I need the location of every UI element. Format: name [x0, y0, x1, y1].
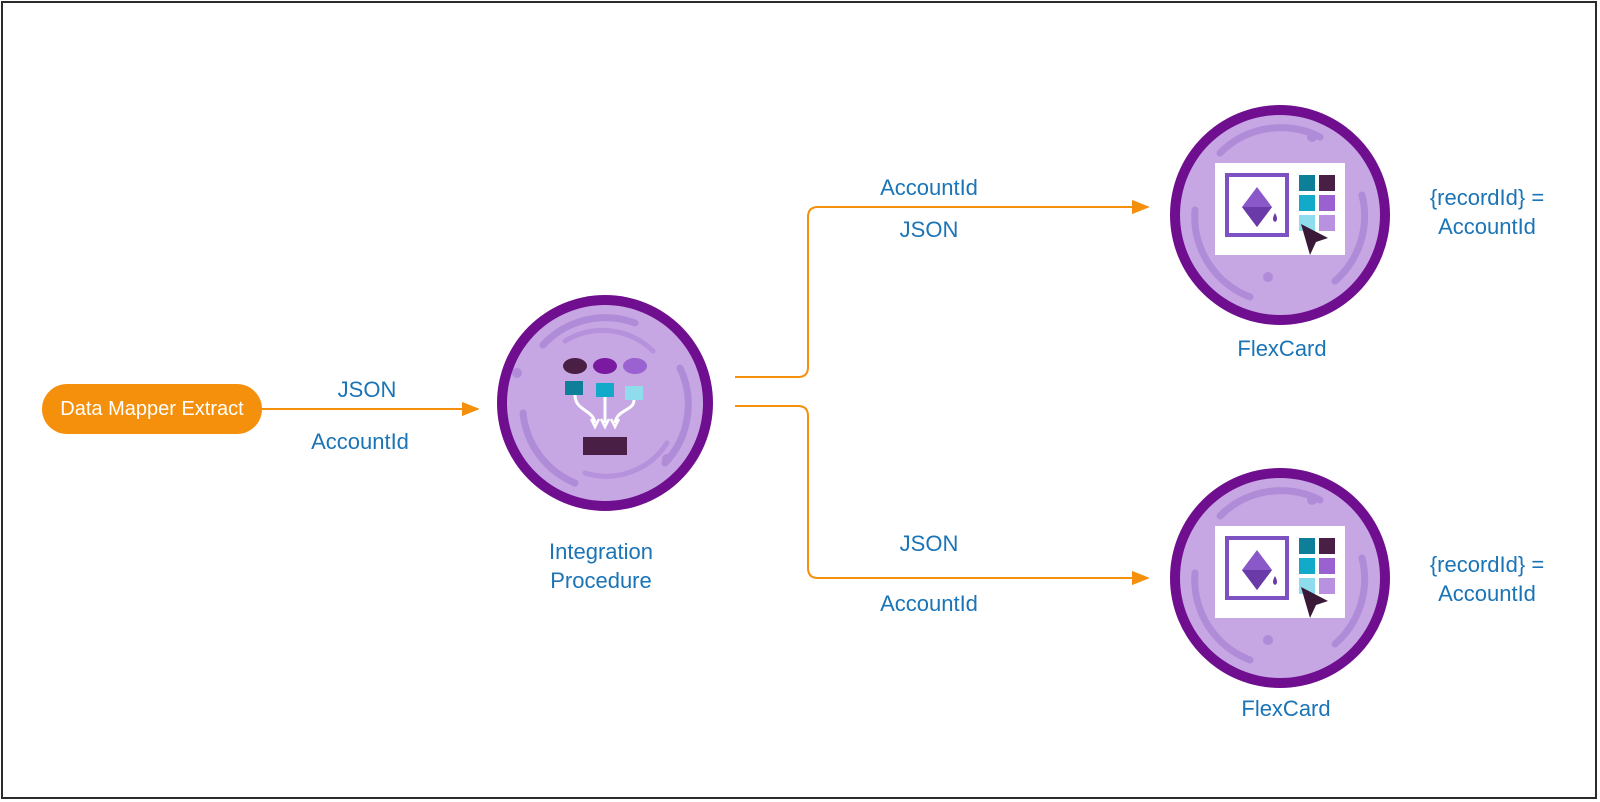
- data-mapper-extract-node[interactable]: Data Mapper Extract: [42, 384, 262, 434]
- flexcard-bottom-note: {recordId} = AccountId: [1430, 550, 1544, 608]
- flexcard-bottom-label: FlexCard: [1241, 696, 1331, 721]
- flexcard-top-label: FlexCard: [1237, 336, 1327, 361]
- connector-ip-to-bottom-flexcard: [735, 405, 1150, 586]
- integration-procedure-icon: [563, 358, 647, 455]
- flexcard-top-note: {recordId} = AccountId: [1430, 183, 1544, 241]
- flexcard-top-note-line1: {recordId} =: [1429, 185, 1545, 210]
- edge-label-ip-top-below: JSON: [899, 217, 959, 242]
- flexcard-bottom-note-line2: AccountId: [1438, 581, 1536, 606]
- flexcard-bottom-node[interactable]: [1170, 468, 1390, 688]
- edge-label-source-ip-above: JSON: [337, 377, 397, 402]
- integration-procedure-label: Integration Procedure: [549, 537, 653, 595]
- flexcard-bottom-note-line1: {recordId} =: [1429, 552, 1545, 577]
- edge-label-source-ip-below: AccountId: [311, 429, 409, 454]
- integration-procedure-label-line2: Procedure: [550, 568, 652, 593]
- connector-ip-to-top-flexcard: [735, 199, 1150, 378]
- flexcard-top-node[interactable]: [1170, 105, 1390, 325]
- edge-label-ip-top-above: AccountId: [880, 175, 978, 200]
- edge-label-ip-bottom-below: AccountId: [880, 591, 978, 616]
- flexcard-top-note-line2: AccountId: [1438, 214, 1536, 239]
- flexcard-icon: [1215, 163, 1345, 255]
- integration-procedure-node[interactable]: [497, 295, 713, 511]
- integration-procedure-label-line1: Integration: [549, 539, 653, 564]
- edge-label-ip-bottom-above: JSON: [899, 531, 959, 556]
- flexcard-icon: [1215, 526, 1345, 618]
